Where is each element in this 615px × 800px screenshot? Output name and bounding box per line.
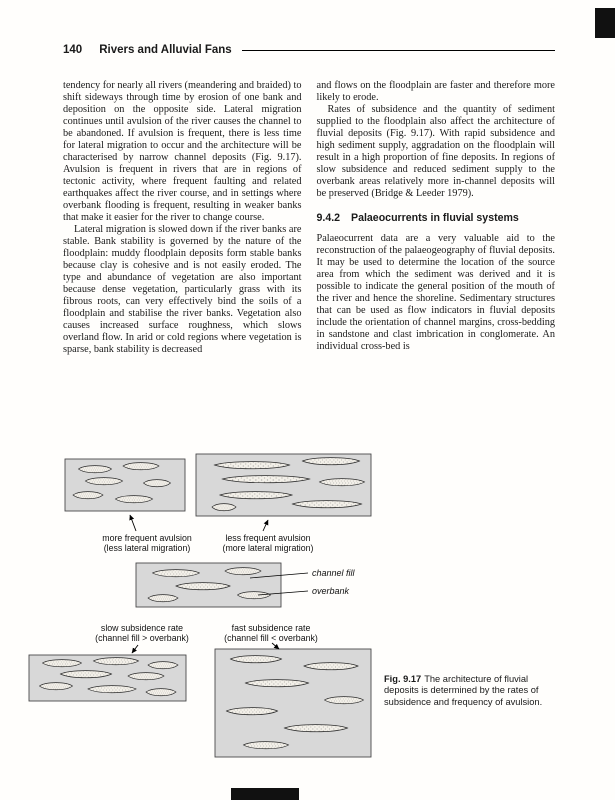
left-column: tendency for nearly all rivers (meanderi… (63, 80, 302, 452)
page-edge-tab-top (595, 8, 615, 38)
figure-9-17: more frequent avulsion (less lateral mig… (0, 452, 615, 787)
channel-lens (303, 662, 359, 671)
label-more-frequent-avulsion: more frequent avulsion (less lateral mig… (85, 533, 209, 554)
architecture-boxes (28, 453, 372, 758)
channel-lens (152, 569, 200, 578)
channel-lens (324, 696, 364, 705)
paragraph: Lateral migration is slowed down if the … (63, 224, 302, 355)
label-line: (channel fill > overbank) (95, 633, 189, 644)
channel-lens (211, 503, 237, 512)
figure-caption-text: The architecture of fluvial deposits is … (384, 674, 543, 707)
channel-lens (114, 495, 154, 504)
paragraph: tendency for nearly all rivers (meanderi… (63, 80, 302, 223)
fluvial-architecture-diagram (28, 453, 372, 758)
channel-lens (244, 679, 310, 688)
pointer-channel-fill (249, 572, 309, 579)
arrow-down-right (271, 642, 280, 650)
channel-lens (60, 670, 112, 679)
channel-lens (39, 682, 73, 691)
channel-lens (283, 724, 349, 733)
channel-lens (224, 567, 262, 576)
channel-lens (243, 741, 289, 750)
channel-lens (147, 661, 179, 670)
channel-lens (122, 462, 160, 471)
channel-lens (145, 688, 177, 697)
section-number: 9.4.2 (316, 212, 341, 224)
figure-caption-number: Fig. 9.17 (384, 674, 422, 684)
channel-lens (175, 582, 231, 591)
channel-lens (93, 657, 139, 666)
label-line: (less lateral migration) (103, 543, 191, 554)
arrow-up-right (262, 519, 269, 532)
label-line: (channel fill < overbank) (224, 633, 318, 644)
label-channel-fill: channel fill (312, 568, 355, 578)
channel-lens (42, 659, 82, 668)
channel-lens (221, 474, 311, 484)
section-heading: 9.4.2 Palaeocurrents in fluvial systems (317, 212, 556, 224)
arrow-up-left (129, 514, 137, 532)
pointer-lines (249, 572, 309, 596)
channel-lens (291, 500, 363, 509)
page-number: 140 (63, 44, 83, 56)
channel-lens (226, 707, 278, 716)
channel-lens (87, 685, 137, 694)
chapter-title: Rivers and Alluvial Fans (99, 44, 232, 56)
right-column: and flows on the floodplain are faster a… (317, 80, 556, 452)
label-line: fast subsidence rate (231, 623, 311, 633)
text-columns: tendency for nearly all rivers (meanderi… (63, 80, 555, 452)
label-line: slow subsidence rate (100, 623, 184, 633)
label-slow-subsidence: slow subsidence rate (channel fill > ove… (80, 623, 204, 644)
channel-lens (143, 479, 171, 488)
channel-lens (237, 591, 271, 600)
channel-lens (319, 478, 365, 487)
channel-lens (78, 465, 112, 474)
arrow-down-left (131, 644, 139, 654)
paragraph: and flows on the floodplain are faster a… (316, 80, 556, 103)
paragraph: Palaeocurrent data are a very valuable a… (316, 233, 556, 352)
label-line: (more lateral migration) (222, 543, 314, 554)
section-title: Palaeocurrents in fluvial systems (351, 212, 519, 224)
channel-lens (302, 457, 360, 466)
label-line: less frequent avulsion (225, 533, 311, 543)
channel-lens (127, 672, 165, 681)
channel-lens (219, 491, 293, 500)
arrow-lines (129, 514, 280, 654)
label-line: more frequent avulsion (102, 533, 192, 543)
page-edge-tab-bottom (231, 788, 299, 800)
channel-lens (213, 461, 291, 470)
pointer-overbank (257, 590, 309, 596)
label-overbank: overbank (312, 586, 350, 596)
channel-lens (147, 594, 179, 603)
channel-lens (230, 655, 282, 664)
header-rule (241, 49, 555, 51)
label-fast-subsidence: fast subsidence rate (channel fill < ove… (209, 623, 333, 644)
label-less-frequent-avulsion: less frequent avulsion (more lateral mig… (206, 533, 330, 554)
channel-lens (72, 491, 104, 500)
channel-lens (84, 477, 124, 486)
page-header: 140 Rivers and Alluvial Fans (63, 44, 555, 56)
paragraph: Rates of subsidence and the quantity of … (316, 104, 556, 199)
